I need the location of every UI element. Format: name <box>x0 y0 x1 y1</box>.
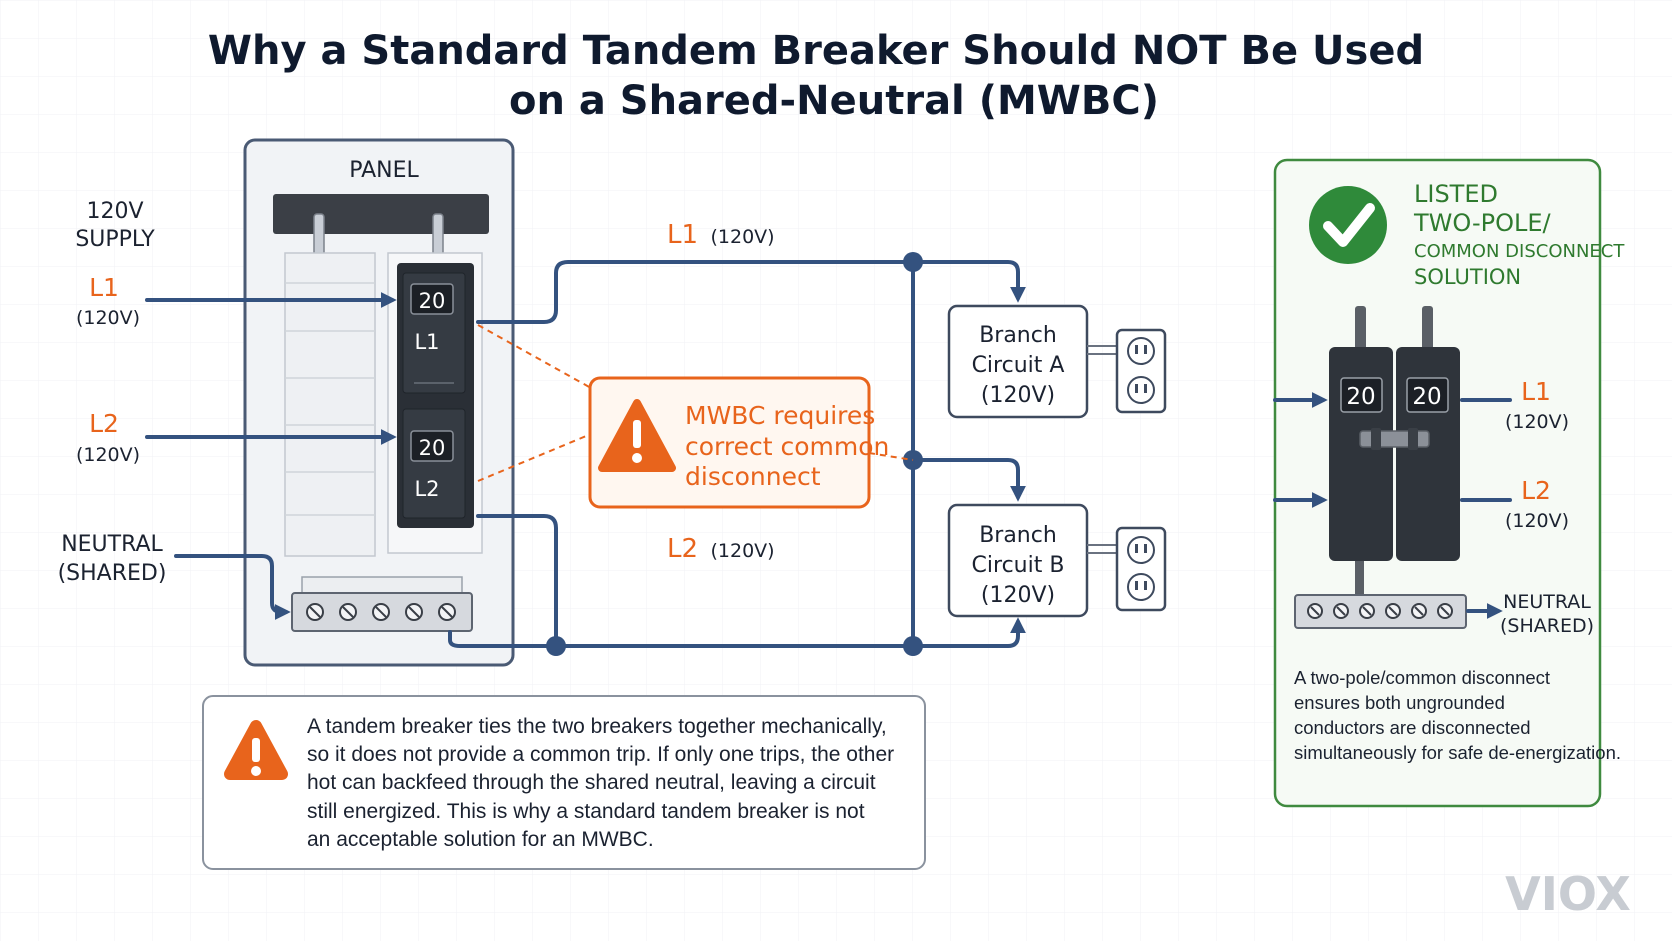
wire-l2-voltage: (120V) <box>710 540 774 562</box>
callout-leader-right <box>868 452 914 461</box>
supply-label-line-2: SUPPLY <box>75 227 155 252</box>
junction-dot-neutral-right <box>903 636 923 656</box>
warning-callout-line-2: correct common <box>685 432 889 461</box>
outlet-icon <box>1115 526 1167 612</box>
breaker-top-label: L1 <box>414 330 439 354</box>
outlet-icon <box>1115 328 1167 414</box>
wire-l2-label-group: L2 (120V) <box>667 534 775 564</box>
panel-bus-bar <box>273 194 489 234</box>
junction-dot-l1 <box>903 252 923 272</box>
neutral-bar-mount <box>301 576 463 594</box>
branch-a-line-3: (120V) <box>981 383 1055 408</box>
wire-l1-label: L1 <box>667 220 698 250</box>
breaker-bottom-rating: 20 <box>419 436 446 460</box>
supply-l2-voltage: (120V) <box>76 444 140 466</box>
branch-a-feed <box>911 260 1026 303</box>
supply-label-line-1: 120V <box>86 199 143 224</box>
common-trip-handle-left <box>1371 428 1381 450</box>
solution-title-2: TWO-POLE/ <box>1413 209 1552 237</box>
two-pole-stab-left <box>1355 306 1366 354</box>
solution-neutral-shared: (SHARED) <box>1500 615 1594 637</box>
branch-a-line-1: Branch <box>979 323 1057 348</box>
branch-b-neutral <box>911 617 1026 648</box>
warning-callout-box <box>588 376 871 509</box>
breaker-top-rating: 20 <box>419 289 446 313</box>
solution-desc-line-1: A two-pole/common disconnect <box>1294 667 1550 688</box>
solution-neutral-label: NEUTRAL <box>1503 591 1591 613</box>
blank-slot-column <box>284 252 376 557</box>
title-line-1: Why a Standard Tandem Breaker Should NOT… <box>208 28 1424 74</box>
breaker-bottom-rating-box <box>410 430 454 462</box>
note-line-5: an acceptable solution for an MWBC. <box>307 828 654 851</box>
wire-l2-label: L2 <box>667 534 698 564</box>
warning-callout-line-3: disconnect <box>685 462 821 491</box>
check-circle-icon <box>1309 186 1387 264</box>
wire-l1-voltage: (120V) <box>710 226 774 248</box>
solution-l1-voltage: (120V) <box>1505 411 1569 433</box>
junction-dot-neutral-left <box>546 636 566 656</box>
branch-b-line-1: Branch <box>979 523 1057 548</box>
supply-l1-voltage: (120V) <box>76 307 140 329</box>
common-trip-handle-tie <box>1359 430 1430 448</box>
solution-neutral-connector <box>1355 561 1364 595</box>
solution-neutral-bar <box>1294 594 1467 629</box>
note-line-3: hot can backfeed through the shared neut… <box>307 771 876 794</box>
supply-l2-label: L2 <box>89 409 119 438</box>
supply-neutral-label: NEUTRAL <box>61 532 163 557</box>
l1-circuit-wire <box>476 260 915 324</box>
solution-l1-label: L1 <box>1521 377 1551 406</box>
solution-l2-voltage: (120V) <box>1505 510 1569 532</box>
two-pole-rating-right-box <box>1406 377 1449 413</box>
watermark-logo: VIOX <box>1505 867 1631 921</box>
solution-neutral-screws <box>1307 603 1453 619</box>
callout-leader-bottom <box>477 433 592 482</box>
solution-title-3: COMMON DISCONNECT <box>1414 241 1625 262</box>
bus-stab-left <box>313 213 325 259</box>
branch-circuit-b-box <box>947 503 1089 618</box>
supply-neutral-shared: (SHARED) <box>58 561 167 586</box>
neutral-return-wire <box>448 630 915 648</box>
warning-callout-line-1: MWBC requires <box>685 401 875 430</box>
branch-b-line-3: (120V) <box>981 583 1055 608</box>
solution-title-4: SOLUTION <box>1414 265 1521 289</box>
breaker-bottom-label: L2 <box>414 477 439 501</box>
branch-b-line-2: Circuit B <box>972 553 1065 578</box>
title-line-2: on a Shared-Neutral (MWBC) <box>509 78 1159 124</box>
note-line-4: still energized. This is why a standard … <box>307 800 865 823</box>
two-pole-rating-right: 20 <box>1412 384 1441 410</box>
solution-title-1: LISTED <box>1414 180 1498 208</box>
solution-l2-label: L2 <box>1521 476 1551 505</box>
branch-a-line-2: Circuit A <box>972 353 1065 378</box>
two-pole-rating-left-box <box>1340 377 1383 413</box>
two-pole-rating-left: 20 <box>1346 384 1375 410</box>
supply-l1-label: L1 <box>89 273 119 302</box>
note-line-1: A tandem breaker ties the two breakers t… <box>307 715 887 738</box>
neutral-bar-screws <box>306 603 456 621</box>
solution-desc-line-4: simultaneously for safe de-energization. <box>1294 742 1621 763</box>
breaker-top-rating-box <box>410 283 454 315</box>
note-line-2: so it does not provide a common trip. If… <box>307 743 894 766</box>
two-pole-stab-right <box>1422 306 1433 354</box>
warning-triangle-icon <box>224 720 288 780</box>
branch-b-feed <box>911 458 1026 502</box>
solution-desc-line-3: conductors are disconnected <box>1294 717 1531 738</box>
tandem-warning-note <box>202 695 926 870</box>
wire-l1-label-group: L1 (120V) <box>667 220 775 250</box>
supply-neutral-wire <box>174 554 291 620</box>
warning-triangle-icon <box>598 399 676 472</box>
branch-circuit-a-box <box>947 304 1089 419</box>
panel-label: PANEL <box>349 158 419 183</box>
l2-circuit-wire <box>476 514 558 648</box>
tandem-breaker-bottom-pole <box>402 408 466 519</box>
common-trip-handle-right <box>1408 428 1418 450</box>
solution-desc-line-2: ensures both ungrounded <box>1294 692 1505 713</box>
